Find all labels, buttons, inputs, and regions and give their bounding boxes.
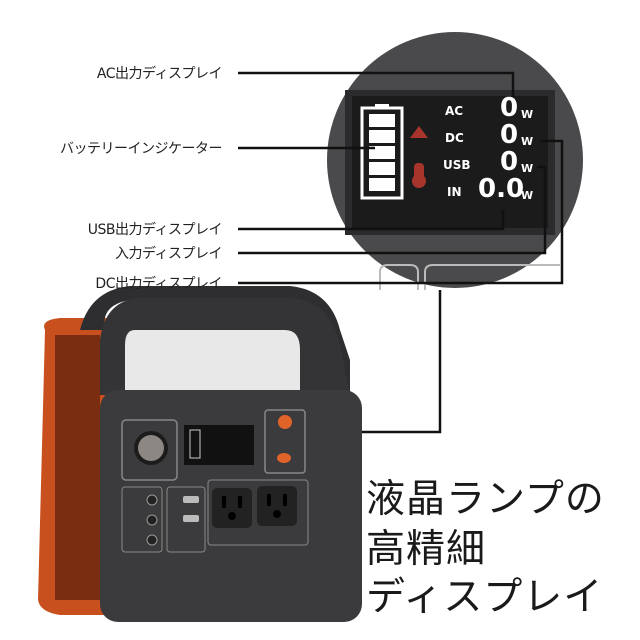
warning-triangle-icon xyxy=(410,126,428,138)
lcd-value-in: 0.0 xyxy=(478,174,525,204)
lcd-unit-in: W xyxy=(521,189,534,202)
headline-line-3: ディスプレイ xyxy=(366,575,604,620)
callout-ac-output: AC出力ディスプレイ xyxy=(96,66,223,82)
callout-dc-output: DC出力ディスプレイ xyxy=(95,276,222,292)
lcd-unit-dc: W xyxy=(521,135,534,148)
headline-line-2: 高精細 xyxy=(366,527,487,572)
lcd-value-usb: 0 xyxy=(500,147,519,177)
callout-lines xyxy=(238,71,564,434)
lcd-label-in: IN xyxy=(447,185,462,199)
lcd-label-ac: AC xyxy=(445,104,464,118)
headline-line-1: 液晶ランプの xyxy=(366,477,605,522)
callout-usb-output: USB出力ディスプレイ xyxy=(87,222,223,238)
lcd-value-dc: 0 xyxy=(500,120,519,150)
lcd-value-ac: 0 xyxy=(500,93,519,123)
power-station-device xyxy=(38,286,362,622)
temperature-icon xyxy=(412,163,426,188)
lcd-unit-usb: W xyxy=(521,162,534,175)
magnified-display-circle xyxy=(327,32,583,290)
lcd-unit-ac: W xyxy=(521,108,534,121)
lcd-label-usb: USB xyxy=(443,158,471,172)
lcd-label-dc: DC xyxy=(445,131,464,145)
callout-battery-indicator: バッテリーインジケーター xyxy=(60,141,223,157)
callout-input: 入力ディスプレイ xyxy=(114,246,223,262)
battery-indicator-icon xyxy=(360,104,404,200)
